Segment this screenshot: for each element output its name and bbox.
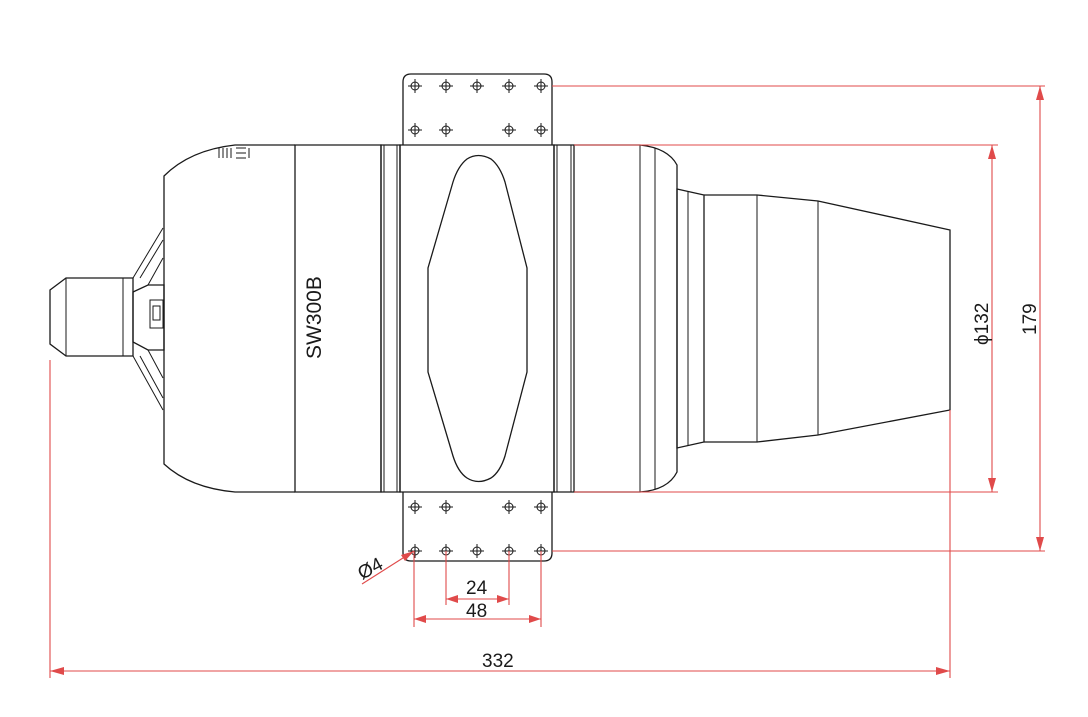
mount-hole-crosshair (439, 123, 453, 137)
mount-hole-crosshair (502, 79, 516, 93)
mount-hole-crosshair (439, 500, 453, 514)
starter-mount (132, 284, 165, 351)
dimension-lines: 179 ϕ132 332 24 48 Ø4 (49, 85, 1045, 678)
mount-hole-crosshair (408, 79, 422, 93)
engine-outline: SW300B (49, 144, 951, 493)
exhaust-nozzle (704, 194, 951, 443)
mount-hole-crosshair (470, 79, 484, 93)
fuel-fitting (149, 299, 164, 329)
starter-nose (49, 277, 134, 357)
exhaust-diameter-dimension-text: ϕ132 (972, 303, 993, 345)
mount-hole-crosshair (470, 544, 484, 558)
combustion-casing (399, 144, 555, 493)
mount-hole-crosshair (502, 500, 516, 514)
mount-hole-crosshair (408, 123, 422, 137)
mount-hole-crosshair (502, 123, 516, 137)
inspection-window (427, 154, 528, 483)
top-mount-plate (402, 73, 553, 145)
mounting-plates (402, 73, 553, 562)
inner-spacing-dimension-text: 24 (466, 578, 488, 599)
mount-hole-crosshair (534, 500, 548, 514)
length-dimension-text: 332 (482, 651, 514, 672)
nozzle-flange (676, 188, 705, 449)
turbine-housing (574, 144, 678, 493)
mount-hole-crosshair (534, 123, 548, 137)
mount-hole-crosshair (408, 544, 422, 558)
mount-hole-crosshair (439, 79, 453, 93)
height-dimension-text: 179 (1020, 303, 1041, 335)
mount-hole-crosshair (534, 79, 548, 93)
intake-housing (163, 144, 295, 493)
hole-diameter-text: Ø4 (354, 554, 387, 585)
engine-model-label: SW300B (303, 276, 326, 359)
outer-spacing-dimension-text: 48 (466, 601, 487, 622)
mount-hole-crosshair (408, 500, 422, 514)
